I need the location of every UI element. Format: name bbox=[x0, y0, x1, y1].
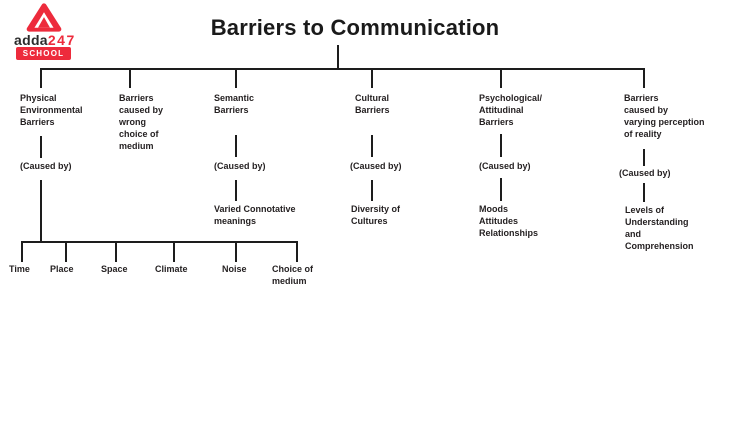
root-connector-line bbox=[337, 45, 339, 69]
result-label-moods-attitudes-relationships: Moods Attitudes Relationships bbox=[479, 204, 539, 238]
logo-triangle-icon bbox=[26, 3, 62, 37]
leaf-tick-time bbox=[21, 241, 23, 262]
caused-by-label-physical: (Caused by) bbox=[20, 161, 72, 171]
logo-brand-text: adda247 bbox=[14, 32, 76, 48]
leaf-label-space: Space bbox=[101, 264, 128, 274]
logo-school-badge: SCHOOL bbox=[16, 47, 71, 60]
leaf-tick-choice-of-medium bbox=[296, 241, 298, 262]
connector-line bbox=[643, 183, 645, 202]
adda247-logo: adda247 SCHOOL bbox=[14, 3, 84, 60]
main-branch-line bbox=[40, 68, 645, 70]
connector-line bbox=[235, 135, 237, 157]
leaf-label-noise: Noise bbox=[222, 264, 247, 274]
branch-label-wrong-choice-of-medium: Barriers caused by wrong choice of mediu… bbox=[119, 93, 164, 151]
leaf-label-choice-of-medium: Choice of medium bbox=[272, 264, 314, 286]
caused-by-label-cultural: (Caused by) bbox=[350, 161, 402, 171]
result-label-diversity-of-cultures: Diversity of Cultures bbox=[351, 204, 401, 226]
leaf-tick-noise bbox=[235, 241, 237, 262]
branch-label-psychological-attitudinal: Psychological/ Attitudinal Barriers bbox=[479, 93, 543, 127]
leaf-tick-place bbox=[65, 241, 67, 262]
branch-tick-physical bbox=[40, 68, 42, 88]
leaf-label-place: Place bbox=[50, 264, 74, 274]
branch-label-physical-environmental: Physical Environmental Barriers bbox=[20, 93, 83, 127]
logo-brand-word: adda bbox=[14, 32, 48, 48]
branch-tick-perception bbox=[643, 68, 645, 88]
connector-line bbox=[500, 178, 502, 201]
leaf-tick-climate bbox=[173, 241, 175, 262]
branch-tick-psychological bbox=[500, 68, 502, 88]
leaf-label-climate: Climate bbox=[155, 264, 188, 274]
branch-label-cultural: Cultural Barriers bbox=[355, 93, 390, 115]
caused-by-label-semantic: (Caused by) bbox=[214, 161, 266, 171]
branch-tick-cultural bbox=[371, 68, 373, 88]
leaf-label-time: Time bbox=[9, 264, 30, 274]
connector-line bbox=[235, 180, 237, 201]
logo-brand-number: 247 bbox=[47, 32, 76, 48]
branch-label-varying-perception: Barriers caused by varying perception of… bbox=[624, 93, 705, 139]
connector-line bbox=[40, 136, 42, 158]
branch-label-semantic: Semantic Barriers bbox=[214, 93, 255, 115]
connector-line bbox=[371, 135, 373, 157]
caused-by-label-psychological: (Caused by) bbox=[479, 161, 531, 171]
diagram-title: Barriers to Communication bbox=[210, 15, 500, 40]
branch-tick-wrong-medium bbox=[129, 68, 131, 88]
physical-causes-branch-line bbox=[21, 241, 298, 243]
result-label-levels-of-understanding: Levels of Understanding and Comprehensio… bbox=[625, 205, 694, 251]
result-label-varied-connotative-meanings: Varied Connotative meanings bbox=[214, 204, 296, 226]
branch-tick-semantic bbox=[235, 68, 237, 88]
connector-line bbox=[643, 149, 645, 166]
caused-by-label-perception: (Caused by) bbox=[619, 168, 671, 178]
connector-line bbox=[371, 180, 373, 201]
connector-line bbox=[500, 134, 502, 157]
connector-line bbox=[40, 180, 42, 241]
leaf-tick-space bbox=[115, 241, 117, 262]
